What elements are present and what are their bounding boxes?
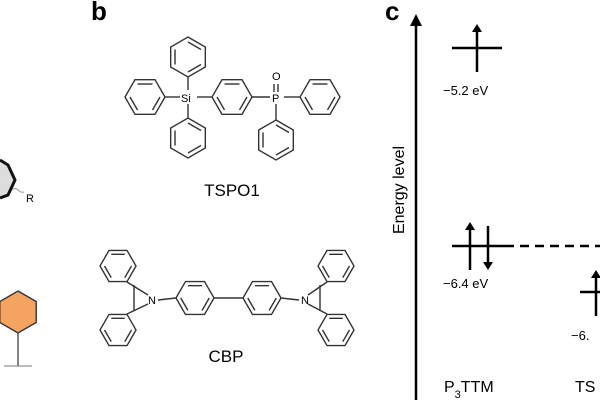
benzene-ring (317, 249, 355, 283)
benzene-ring (242, 280, 282, 316)
level-value: −6.4 eV (443, 276, 489, 291)
substituent-label: R (26, 193, 34, 205)
bond (307, 303, 328, 315)
grey-ring-fragment (0, 158, 17, 200)
atom-si: Si (181, 93, 191, 105)
cbp-label: CBP (209, 347, 244, 366)
axis-label: Energy level (391, 146, 408, 234)
panel-b-label: b (91, 0, 107, 26)
benzene-ring (99, 249, 137, 283)
benzene-ring (175, 280, 215, 316)
benzene-ring (211, 78, 253, 116)
bond (126, 303, 149, 315)
bond (307, 281, 328, 296)
benzene-ring (124, 78, 166, 116)
bond (280, 297, 300, 301)
level-value: −6. (571, 328, 589, 343)
benzene-ring (99, 313, 137, 347)
benzene-ring (299, 78, 341, 116)
orange-phenyl-ring (0, 290, 37, 334)
arrowheads (465, 24, 600, 278)
benzene-ring (169, 36, 207, 78)
tspo1-label: TSPO1 (204, 181, 260, 200)
material-p3ttm: P3TTM (444, 379, 494, 400)
level-value: −5.2 eV (443, 83, 489, 98)
material-tspo1: TS (575, 379, 595, 396)
wavy-bond (11, 188, 25, 193)
atom-p: P (272, 93, 279, 105)
bond (126, 281, 149, 296)
panel-c-label: c (385, 0, 399, 26)
energy-levels (452, 30, 600, 316)
atom-n-left: N (148, 295, 156, 307)
benzene-ring (317, 313, 355, 347)
bond (157, 297, 177, 301)
axis-arrowhead (410, 14, 422, 26)
benzene-ring (257, 119, 295, 161)
atom-n-right: N (301, 295, 309, 307)
benzene-ring (169, 117, 207, 159)
atom-o: O (272, 71, 281, 83)
